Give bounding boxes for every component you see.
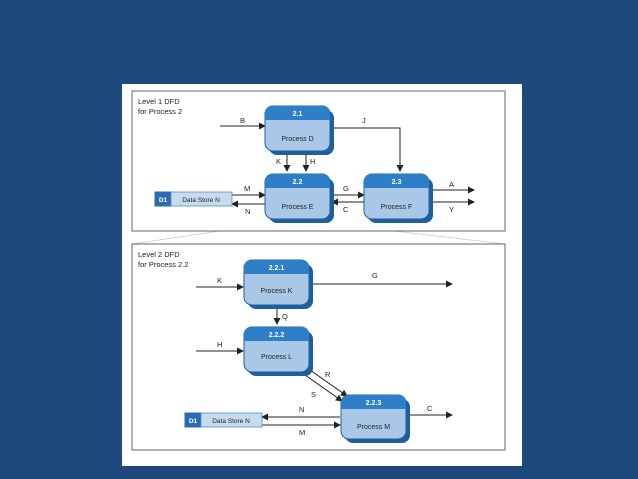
flow-y-label: Y	[449, 205, 454, 214]
level2-title-line1: Level 2 DFD	[138, 250, 180, 259]
flow-b-label: B	[240, 116, 245, 125]
process-header	[341, 395, 406, 409]
level1-panel: Level 1 DFD for Process 2 B J K H M N G …	[131, 90, 506, 232]
level2-title-line2: for Process 2.2	[138, 260, 188, 269]
flow-g-label: G	[343, 184, 349, 193]
process-header	[265, 174, 330, 188]
level1-title-line2: for Process 2	[138, 107, 182, 116]
process-id: 2.2.1	[269, 265, 285, 272]
flow-c-label: C	[343, 205, 349, 214]
process-2-1: 2.1 Process D	[264, 105, 334, 155]
flow-m-label-l2: M	[299, 428, 305, 437]
flow-j-label: J	[362, 116, 366, 125]
level1-store-name-box	[170, 191, 233, 207]
flow-r-line	[309, 369, 348, 397]
flow-n-label-l2: N	[299, 405, 304, 414]
flow-q-label: Q	[282, 312, 288, 321]
flow-k-label: K	[276, 157, 281, 166]
level1-title-line1: Level 1 DFD	[138, 97, 180, 106]
flow-s-label: S	[311, 390, 316, 399]
flow-m-label: M	[244, 184, 250, 193]
process-name: Process L	[261, 354, 292, 361]
process-2-3: 2.3 Process F	[363, 173, 433, 223]
process-2-2: 2.2 Process E	[264, 173, 334, 223]
flow-s-line	[304, 374, 343, 402]
level1-store-name: Data Store N	[182, 197, 220, 204]
process-id: 2.2.2	[269, 332, 285, 339]
level2-store-id: D1	[189, 418, 198, 425]
flow-k-label-l2: K	[217, 276, 222, 285]
flow-r-label: R	[325, 370, 331, 379]
flow-h-label-l2: H	[217, 340, 222, 349]
process-name: Process K	[261, 288, 293, 295]
flow-c-label-l2: C	[427, 404, 433, 413]
process-name: Process E	[282, 204, 314, 211]
process-name: Process M	[357, 424, 390, 431]
level2-store-name: Data Store N	[212, 418, 250, 425]
process-2-2-2: 2.2.2 Process L	[243, 326, 313, 376]
process-header	[244, 260, 309, 274]
process-header	[265, 106, 330, 120]
flow-a-label: A	[449, 180, 454, 189]
process-2-2-1: 2.2.1 Process K	[243, 259, 313, 309]
process-id: 2.1	[293, 111, 303, 118]
level1-data-store: D1 Data Store N	[154, 191, 233, 207]
diagram-sheet: Level 1 DFD for Process 2 B J K H M N G …	[122, 84, 522, 466]
level1-store-id: D1	[159, 197, 168, 204]
level2-store-name-box	[200, 412, 263, 428]
process-header	[364, 174, 429, 188]
process-name: Process F	[381, 204, 413, 211]
flow-j-line	[332, 127, 404, 172]
process-2-2-3: 2.2.3 Process M	[340, 394, 410, 443]
process-id: 2.2	[293, 179, 303, 186]
level2-data-store: D1 Data Store N	[184, 412, 263, 428]
flow-h-label: H	[310, 157, 315, 166]
level2-panel: Level 2 DFD for Process 2.2 K G Q H R S …	[131, 243, 506, 451]
process-header	[244, 327, 309, 341]
flow-n-label: N	[245, 207, 250, 216]
process-id: 2.3	[392, 179, 402, 186]
flow-g-label-l2: G	[372, 271, 378, 280]
dfd-diagram: Level 1 DFD for Process 2 B J K H M N G …	[131, 90, 506, 451]
process-id: 2.2.3	[366, 400, 382, 407]
process-name: Process D	[281, 136, 313, 143]
